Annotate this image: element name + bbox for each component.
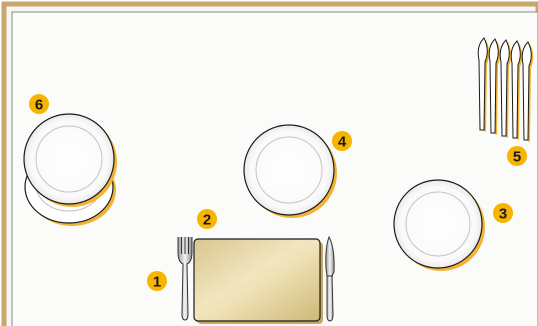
placemat-icon [194,239,323,324]
badge-5-label: 5 [513,149,521,166]
plate-stack [24,114,117,226]
badge-5: 5 [507,146,527,166]
badge-1-label: 1 [153,274,161,291]
placemat [194,239,323,324]
badge-4-label: 4 [338,134,347,151]
badge-6: 6 [29,94,49,114]
badge-3: 3 [493,203,513,223]
badge-6-label: 6 [35,97,43,114]
badge-2: 2 [197,209,217,229]
badge-1: 1 [147,271,167,291]
badge-3-label: 3 [499,206,507,223]
badge-4: 4 [332,131,352,151]
badge-2-label: 2 [203,212,211,229]
